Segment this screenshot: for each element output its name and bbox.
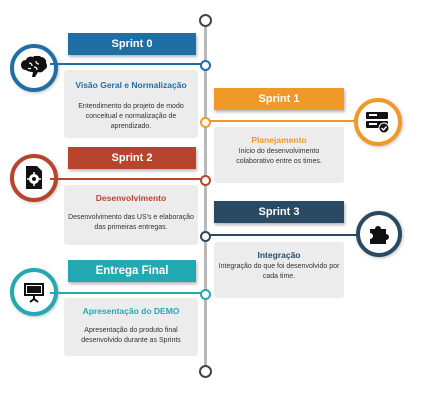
stage-description: Desenvolvimento das US's e elaboração da… xyxy=(68,214,194,231)
stage-card: Planejamento Inicio do desenvolvimento c… xyxy=(214,127,344,183)
connector-line xyxy=(209,234,357,236)
connector-line xyxy=(50,292,202,294)
timeline-dot xyxy=(200,231,211,242)
server-check-icon xyxy=(366,112,390,134)
puzzle-icon xyxy=(370,226,389,244)
stage-banner: Sprint 2 xyxy=(68,147,196,169)
timeline-dot xyxy=(200,117,211,128)
stage-title: Visão Geral e Normalização xyxy=(75,80,187,90)
stage-title: Integração xyxy=(257,250,301,260)
stage-banner: Sprint 3 xyxy=(214,201,344,223)
stage-description: Integração do que foi desenvolvido por c… xyxy=(218,263,340,280)
stage-icon-circle xyxy=(354,98,402,146)
stage-description: Apresentação do produto final desenvolvi… xyxy=(81,327,181,344)
connector-line xyxy=(209,120,357,122)
stage-icon-circle xyxy=(10,44,58,92)
stage-icon-circle xyxy=(356,211,402,257)
connector-line xyxy=(50,178,202,180)
stage-banner: Sprint 1 xyxy=(214,88,344,110)
timeline-end-node xyxy=(199,365,212,378)
timeline-spine xyxy=(204,24,207,366)
timeline-start-node xyxy=(199,14,212,27)
stage-description: Entendimento do projeto de modo conceitu… xyxy=(78,103,184,130)
timeline-dot xyxy=(200,175,211,186)
stage-description: Inicio do desenvolvimento colaborativo e… xyxy=(236,148,322,165)
stage-banner: Sprint 0 xyxy=(68,33,196,55)
presentation-board-icon xyxy=(24,283,44,303)
connector-line xyxy=(50,63,202,65)
timeline-dot xyxy=(200,289,211,300)
stage-title: Apresentação do DEMO xyxy=(82,306,180,316)
brain-icon xyxy=(21,56,48,77)
stage-card: Integração Integração do que foi desenvo… xyxy=(214,242,344,298)
stage-title: Planejamento xyxy=(251,135,307,145)
timeline-dot xyxy=(200,60,211,71)
stage-card: Visão Geral e Normalização Entendimento … xyxy=(64,70,198,138)
stage-title: Desenvolvimento xyxy=(95,193,167,203)
stage-banner: Entrega Final xyxy=(68,260,196,282)
document-gear-icon xyxy=(26,166,42,189)
stage-card: Apresentação do DEMO Apresentação do pro… xyxy=(64,298,198,356)
stage-card: Desenvolvimento Desenvolvimento das US's… xyxy=(64,185,198,245)
